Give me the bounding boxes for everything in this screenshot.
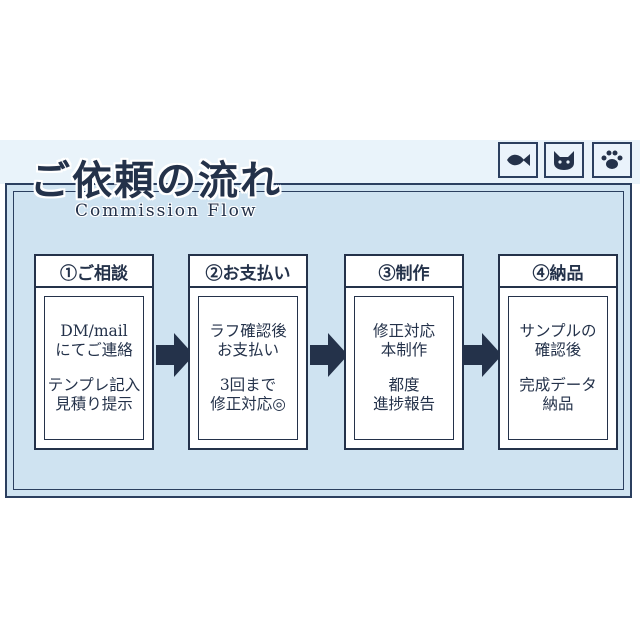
step-description: サンプルの 確認後 完成データ 納品 bbox=[508, 296, 608, 440]
arrow-right-icon bbox=[464, 333, 502, 377]
step-line: 見積り提示 bbox=[55, 395, 133, 413]
cat-button[interactable] bbox=[544, 142, 584, 178]
step-description: ラフ確認後 お支払い 3回まで 修正対応◎ bbox=[198, 296, 298, 440]
step-label: ③制作 bbox=[346, 256, 462, 288]
paw-icon bbox=[601, 150, 623, 169]
step-label: ②お支払い bbox=[190, 256, 306, 288]
step-card-3: ③制作 修正対応 本制作 都度 進捗報告 bbox=[344, 254, 464, 450]
step-line: 納品 bbox=[542, 395, 574, 413]
page-subtitle: Commission Flow bbox=[75, 201, 258, 221]
step-line: 進捗報告 bbox=[372, 395, 435, 413]
step-line: 確認後 bbox=[534, 341, 582, 359]
step-line: 都度 bbox=[388, 376, 420, 394]
step-line: お支払い bbox=[216, 341, 279, 359]
arrow-right-icon bbox=[156, 333, 194, 377]
paw-button[interactable] bbox=[592, 142, 632, 178]
step-card-1: ①ご相談 DM/mail にてご連絡 テンプレ記入 見積り提示 bbox=[34, 254, 154, 450]
step-line: 本制作 bbox=[380, 341, 428, 359]
step-line: 修正対応◎ bbox=[210, 395, 286, 413]
step-line: 完成データ bbox=[519, 376, 597, 394]
step-line: にてご連絡 bbox=[55, 341, 133, 359]
step-line: DM/mail bbox=[60, 322, 128, 340]
step-line: 修正対応 bbox=[372, 322, 435, 340]
cat-face-icon bbox=[554, 151, 574, 170]
step-description: DM/mail にてご連絡 テンプレ記入 見積り提示 bbox=[44, 296, 144, 440]
step-line: サンプルの bbox=[519, 322, 597, 340]
page-title: ご依頼の流れ bbox=[30, 157, 282, 204]
step-line: テンプレ記入 bbox=[47, 376, 141, 394]
step-line: ラフ確認後 bbox=[209, 322, 287, 340]
arrow-right-icon bbox=[310, 333, 348, 377]
window-inner-border bbox=[13, 191, 624, 490]
fish-button[interactable] bbox=[498, 142, 538, 178]
step-label: ①ご相談 bbox=[36, 256, 152, 288]
step-card-4: ④納品 サンプルの 確認後 完成データ 納品 bbox=[498, 254, 618, 450]
fish-icon bbox=[507, 154, 530, 166]
step-card-2: ②お支払い ラフ確認後 お支払い 3回まで 修正対応◎ bbox=[188, 254, 308, 450]
step-description: 修正対応 本制作 都度 進捗報告 bbox=[354, 296, 454, 440]
step-label: ④納品 bbox=[500, 256, 616, 288]
step-line: 3回まで bbox=[219, 376, 277, 394]
